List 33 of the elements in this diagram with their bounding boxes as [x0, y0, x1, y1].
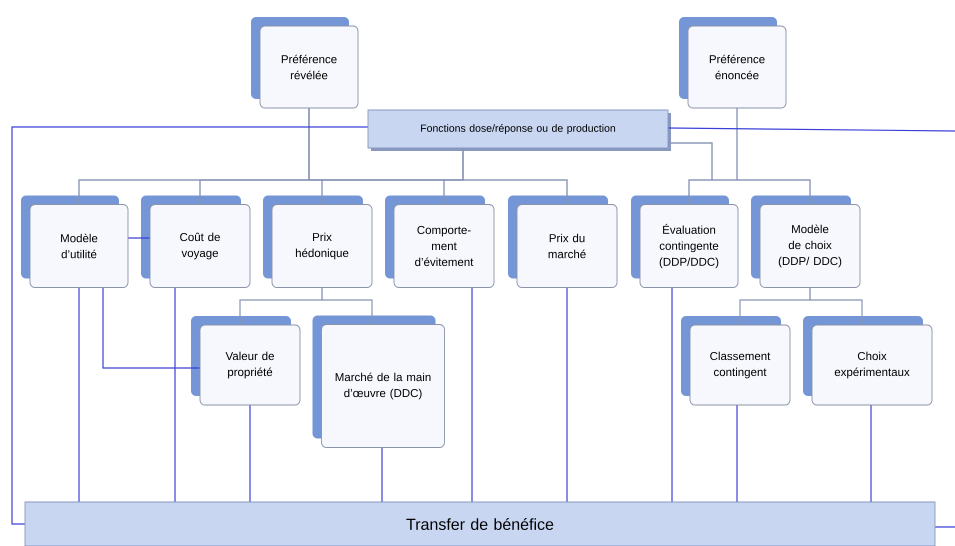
connector-line: [462, 148, 568, 204]
connector-line: [102, 288, 200, 369]
connector-line: [809, 288, 863, 325]
connector-line: [566, 288, 568, 502]
process-box: Choix expérimentaux: [803, 316, 932, 406]
process-box: Prix du marché: [508, 196, 618, 288]
connector-line: [668, 142, 811, 204]
process-box: Prix hédonique: [263, 196, 372, 288]
result-band: Transfer de bénéfice: [24, 502, 936, 546]
connector-line: [471, 288, 473, 502]
process-box: Coût de voyage: [141, 196, 250, 288]
process-box: Comporte- ment d’évitement: [385, 196, 494, 288]
connector-line: [11, 126, 368, 525]
connector-line: [78, 288, 80, 502]
process-box: Évaluation contingente (DDP/DDC): [631, 196, 738, 288]
connector-line: [668, 127, 955, 132]
connector-line: [736, 405, 738, 502]
process-box: Classement contingent: [681, 316, 790, 406]
connector-line: [671, 288, 673, 502]
connector-line: [381, 448, 383, 502]
process-box: Modèle d’utilité: [21, 196, 128, 288]
connector-line: [174, 288, 176, 502]
connector-line: [321, 288, 373, 324]
connector-line: [935, 526, 955, 528]
process-box: Préférence révélée: [251, 17, 358, 108]
process-box: Marché de la main d’œuvre (DDC): [312, 316, 445, 448]
connector-line: [128, 237, 150, 239]
connector-line: [249, 405, 251, 502]
process-box: Préférence énoncée: [679, 17, 786, 108]
process-box: Valeur de propriété: [191, 316, 300, 406]
process-band: Fonctions dose/réponse ou de production: [368, 110, 671, 151]
connector-line: [870, 405, 872, 502]
process-box: Modèle de choix (DDP/ DDC): [751, 196, 860, 288]
